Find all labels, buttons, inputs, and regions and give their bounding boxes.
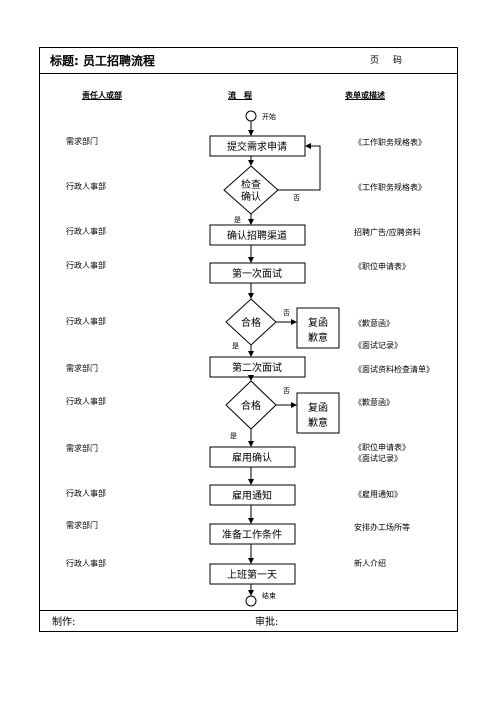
- submit-request-label: 提交需求申请: [227, 140, 287, 153]
- dept-row-4: 行政人事部: [66, 261, 106, 270]
- dept-row-9: 行政人事部: [66, 489, 106, 498]
- doc-row-1: 《工作职务规格表》: [354, 138, 426, 147]
- apology-1-label-2: 歉意: [308, 331, 328, 344]
- pass-label-1: 合格: [241, 316, 261, 329]
- dept-row-5: 行政人事部: [66, 317, 106, 326]
- doc-title: 标题: 员工招聘流程: [50, 54, 155, 68]
- check-label-1: 检查: [241, 178, 261, 191]
- pass-label-2: 合格: [241, 399, 261, 412]
- yes-label: 是: [232, 342, 239, 350]
- dept-row-10: 需求部门: [66, 521, 98, 530]
- yes-label: 是: [230, 432, 237, 440]
- hire-notice-box: [209, 484, 296, 506]
- doc-row-4: 《职位申请表》: [354, 262, 410, 271]
- dept-row-2: 行政人事部: [66, 182, 106, 191]
- start-node: [245, 110, 257, 122]
- confirm-channel-label: 确认招聘渠道: [227, 229, 287, 242]
- doc-row-6: 《面试资料检查清单》: [354, 365, 434, 374]
- doc-row-11: 新人介绍: [354, 559, 386, 568]
- dept-row-8: 需求部门: [66, 444, 98, 453]
- no-label: 否: [283, 309, 290, 317]
- doc-row-9: 《雇用通知》: [354, 490, 402, 499]
- end-node: [245, 595, 257, 607]
- hire-notice-label: 雇用通知: [232, 489, 272, 502]
- dept-row-1: 需求部门: [66, 137, 98, 146]
- apology-letter-box-1: [296, 307, 340, 349]
- reject-loop-connector: [278, 143, 321, 191]
- start-label: 开始: [262, 112, 276, 121]
- page-number-label: 页码: [370, 56, 417, 66]
- header-divider: [39, 73, 458, 74]
- first-day-box: [209, 563, 296, 585]
- footer-divider: [39, 610, 458, 611]
- doc-row-7: 《歉意函》: [354, 398, 394, 407]
- col-header-responsible: 责任人或部: [82, 91, 122, 100]
- apology-1-label-1: 复函: [308, 316, 328, 329]
- made-by-label: 制作:: [52, 617, 76, 628]
- dept-row-11: 行政人事部: [66, 559, 106, 568]
- yes-label: 是: [234, 216, 241, 224]
- doc-row-5: 《歉意函》 《面试记录》: [354, 319, 402, 350]
- apology-2-label-1: 复函: [308, 401, 328, 414]
- hire-confirm-label: 雇用确认: [232, 451, 272, 464]
- first-interview-label: 第一次面试: [232, 267, 282, 280]
- dept-row-6: 需求部门: [66, 364, 98, 373]
- doc-row-10: 安排办工场所等: [354, 523, 410, 532]
- doc-row-2: 《工作职务规格表》: [354, 183, 426, 192]
- apology-letter-box-2: [296, 392, 340, 434]
- second-interview-label: 第二次面试: [232, 361, 282, 374]
- prepare-conditions-label: 准备工作条件: [222, 528, 282, 541]
- first-interview-box: [209, 262, 306, 284]
- no-label: 否: [283, 387, 290, 395]
- apology-2-label-2: 歉意: [308, 416, 328, 429]
- document-frame: [39, 47, 458, 632]
- first-day-label: 上班第一天: [227, 568, 277, 581]
- col-header-forms: 表单或描述: [345, 91, 385, 100]
- no-label: 否: [293, 194, 300, 202]
- dept-row-3: 行政人事部: [66, 227, 106, 236]
- end-label: 结束: [262, 591, 276, 600]
- confirm-channel-box: [209, 224, 306, 246]
- hire-confirm-box: [209, 446, 296, 468]
- prepare-conditions-box: [209, 523, 296, 545]
- col-header-process: 流 程: [228, 91, 252, 100]
- dept-row-7: 行政人事部: [66, 397, 106, 406]
- doc-row-8: 《职位申请表》 《面试记录》: [354, 443, 410, 463]
- second-interview-box: [209, 356, 306, 378]
- check-label-2: 确认: [241, 190, 261, 203]
- approved-by-label: 审批:: [255, 617, 279, 628]
- doc-row-3: 招聘广告/应聘资料: [354, 228, 421, 237]
